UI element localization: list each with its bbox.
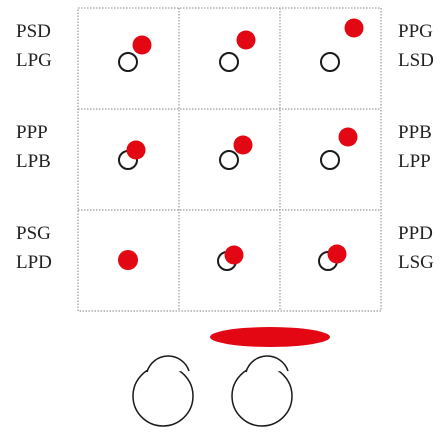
cornea-bulge [245,355,289,373]
label-bottom-left: PSG LPD [16,223,52,273]
eyeball [231,365,293,427]
right-eye [231,355,293,427]
cell-middle-center [219,135,253,170]
label-line-1: PPB [398,122,432,143]
position-grid [77,7,382,312]
red-dot [327,244,347,264]
cell-bottom-left [118,250,138,270]
red-dot [344,18,364,38]
red-dot [233,135,253,155]
label-top-right: PPG LSD [398,21,434,71]
cell-top-right [320,18,364,72]
label-line-1: PPP [16,122,48,143]
left-eye [132,355,194,427]
fixation-circle [118,52,138,72]
red-dot [132,35,152,55]
label-line-2: LSD [398,50,434,71]
grid-border [77,7,382,312]
cell-bottom-center [217,245,244,271]
cell-bottom-right [318,244,347,271]
fixation-circle [320,150,340,170]
cell-top-left [118,35,152,72]
fixation-circle [320,52,340,72]
label-line-2: LPP [398,151,431,172]
label-middle-left: PPP LPB [16,122,51,172]
label-line-1: PSG [16,223,51,244]
cell-middle-left [118,140,146,170]
fixation-circle [219,52,239,72]
fixation-circle [219,150,239,170]
red-dot [118,250,138,270]
label-line-2: LSG [398,252,434,273]
cell-top-center [219,30,256,72]
label-bottom-right: PPD LSG [398,223,434,273]
red-dot [338,127,358,147]
label-line-1: PPD [398,223,433,244]
red-dot [126,140,146,160]
label-line-1: PSD [16,21,51,42]
label-middle-right: PPB LPP [398,122,432,172]
cell-middle-right [320,127,358,170]
label-line-1: PPG [398,21,433,42]
red-filter-bar [210,327,330,347]
label-top-left: PSD LPG [16,21,52,71]
red-dot [224,245,244,265]
label-line-2: LPB [16,151,51,172]
cornea-bulge [146,355,190,373]
label-line-2: LPD [16,252,52,273]
label-line-2: LPG [16,50,52,71]
red-dot [236,30,256,50]
eyeball [132,365,194,427]
